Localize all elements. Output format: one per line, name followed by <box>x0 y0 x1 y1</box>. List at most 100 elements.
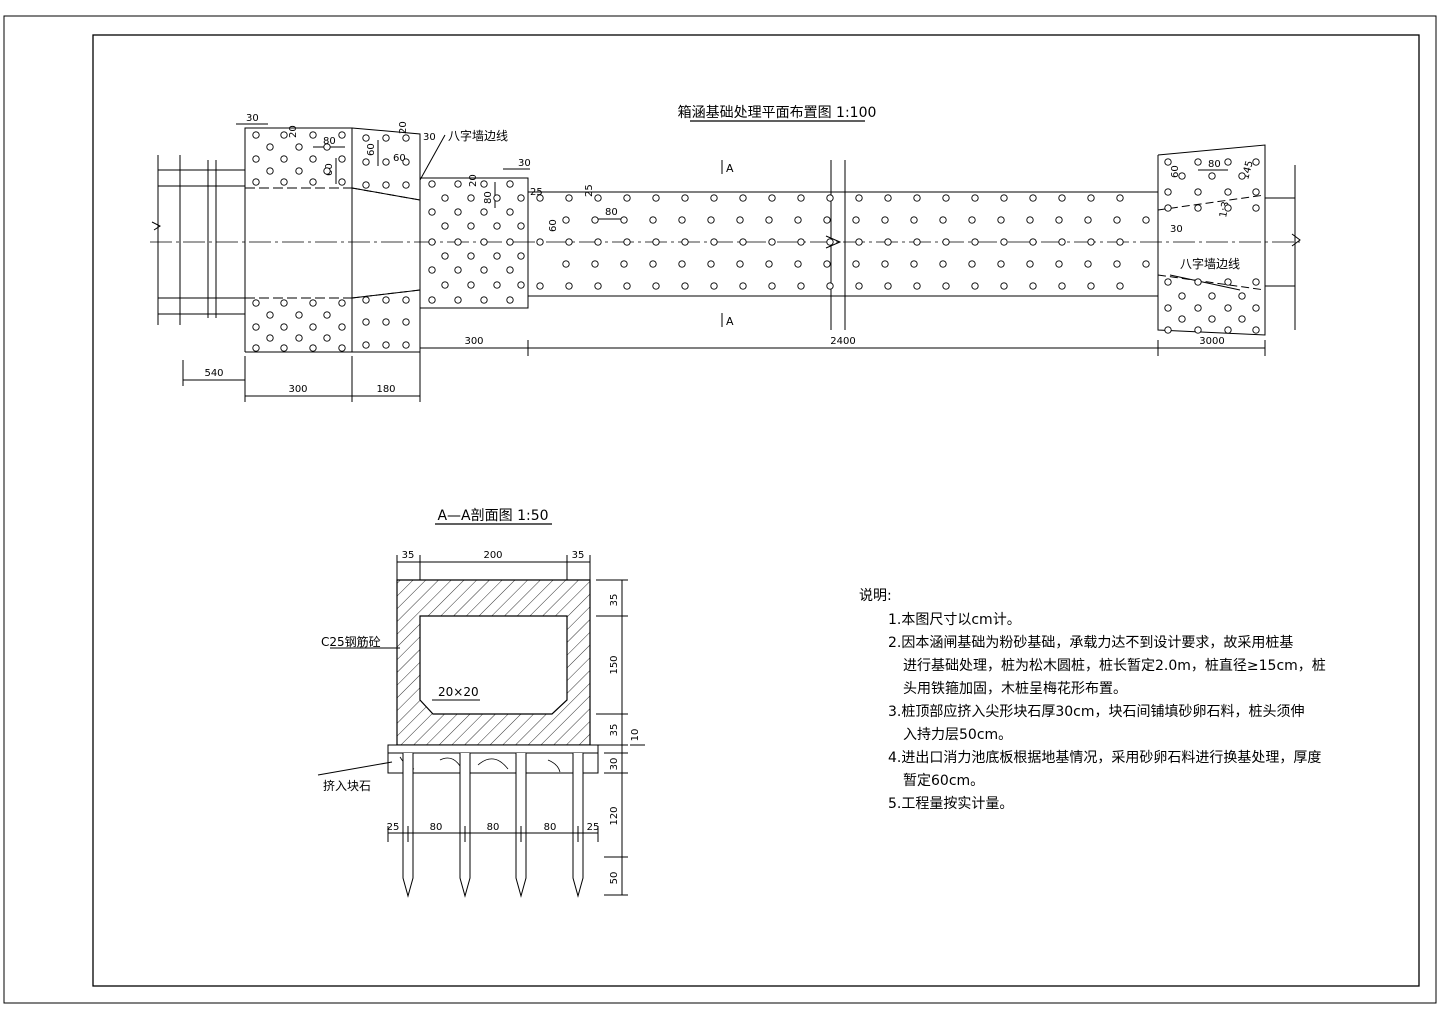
pile-circle <box>797 238 805 246</box>
pile-circle <box>594 282 602 290</box>
note-line: 1.本图尺寸以cm计。 <box>888 612 1021 628</box>
pile-circle <box>1208 315 1216 323</box>
note-line: 5.工程量按实计量。 <box>888 796 1014 812</box>
pile-circle <box>1194 158 1202 166</box>
pile-circle <box>913 282 921 290</box>
pile-circle <box>506 180 514 188</box>
pile-circle <box>623 238 631 246</box>
pile-circle <box>736 216 744 224</box>
pile-circle <box>591 216 599 224</box>
pile-circle <box>382 341 390 349</box>
pile-circle <box>493 252 501 260</box>
pile-circle <box>623 282 631 290</box>
pile-circle <box>467 252 475 260</box>
pile-circle <box>710 194 718 202</box>
pile-circle <box>768 238 776 246</box>
pile-circle <box>855 194 863 202</box>
pile-circle <box>1194 326 1202 334</box>
pile-circle <box>997 260 1005 268</box>
pile-circle <box>939 216 947 224</box>
pile-circle <box>280 299 288 307</box>
pile-circle <box>649 260 657 268</box>
section-title: A—A剖面图 1:50 <box>437 508 548 524</box>
pile-circle <box>280 178 288 186</box>
pile-circle <box>252 131 260 139</box>
note-line: 4.进出口消力池底板根据地基情况，采用砂卵石料进行换基处理，厚度 <box>888 750 1322 766</box>
plan-dimension-chain: 300 2400 3000 540 300 180 <box>182 336 1266 402</box>
pile-circle <box>968 216 976 224</box>
pile-circle <box>1178 315 1186 323</box>
pile-circle <box>441 281 449 289</box>
notes-heading: 说明: <box>859 588 892 604</box>
pile-circle <box>1224 278 1232 286</box>
pile-circle <box>266 311 274 319</box>
pile-circle <box>620 216 628 224</box>
pile-circle <box>252 299 260 307</box>
pile-pattern <box>252 131 1260 352</box>
section-mark-bottom: A <box>726 315 734 328</box>
svg-text:60: 60 <box>366 143 377 156</box>
pile-circle <box>1194 304 1202 312</box>
pile-circle <box>309 131 317 139</box>
pile-circle <box>454 296 462 304</box>
pile-circle <box>493 281 501 289</box>
pile-circle <box>402 318 410 326</box>
pile-circle <box>971 238 979 246</box>
pile-circle <box>1224 158 1232 166</box>
pile-circle <box>739 282 747 290</box>
svg-text:30: 30 <box>609 758 620 771</box>
svg-text:30: 30 <box>246 113 259 124</box>
pile-circle <box>309 155 317 163</box>
pile-circle <box>1113 216 1121 224</box>
pile-circle <box>454 238 462 246</box>
pile-circle <box>797 282 805 290</box>
pile-circle <box>1087 194 1095 202</box>
pile-circle <box>594 194 602 202</box>
section-piles <box>402 753 584 898</box>
pile-circle <box>1000 238 1008 246</box>
label-chamfer: 20×20 <box>438 685 479 699</box>
pile-circle <box>1178 172 1186 180</box>
pile-circle <box>428 296 436 304</box>
svg-text:180: 180 <box>376 384 395 395</box>
pile-circle <box>280 131 288 139</box>
svg-text:80: 80 <box>323 136 336 147</box>
pile-circle <box>323 334 331 342</box>
pile-circle <box>652 238 660 246</box>
pile-circle <box>480 208 488 216</box>
pile-circle <box>382 181 390 189</box>
pile-circle <box>1058 238 1066 246</box>
svg-text:20: 20 <box>288 125 299 138</box>
pile-circle <box>517 281 525 289</box>
pile-circle <box>517 194 525 202</box>
pile-circle <box>536 282 544 290</box>
pile-circle <box>1164 326 1172 334</box>
pile-circle <box>266 334 274 342</box>
pile-circle <box>1252 278 1260 286</box>
pile-circle <box>441 194 449 202</box>
pile-circle <box>852 260 860 268</box>
pile-circle <box>1116 194 1124 202</box>
pile-circle <box>884 194 892 202</box>
note-line: 头用铁箍加固，木桩呈梅花形布置。 <box>903 681 1127 697</box>
pile-circle <box>362 341 370 349</box>
pile-circle <box>1194 188 1202 196</box>
pile-circle <box>1087 282 1095 290</box>
pile-circle <box>997 216 1005 224</box>
pile-circle <box>1224 304 1232 312</box>
note-line: 暂定60cm。 <box>903 773 985 789</box>
pile-circle <box>652 194 660 202</box>
pile-circle <box>910 260 918 268</box>
pile-circle <box>707 216 715 224</box>
pile-circle <box>428 266 436 274</box>
svg-text:10: 10 <box>630 729 641 742</box>
section-mark-top: A <box>726 162 734 175</box>
svg-text:80: 80 <box>1208 159 1221 170</box>
pile-circle <box>739 194 747 202</box>
pile-circle <box>565 238 573 246</box>
pile-circle <box>309 344 317 352</box>
pile-circle <box>942 194 950 202</box>
pile-circle <box>517 252 525 260</box>
pile-circle <box>1026 216 1034 224</box>
pile-circle <box>382 158 390 166</box>
